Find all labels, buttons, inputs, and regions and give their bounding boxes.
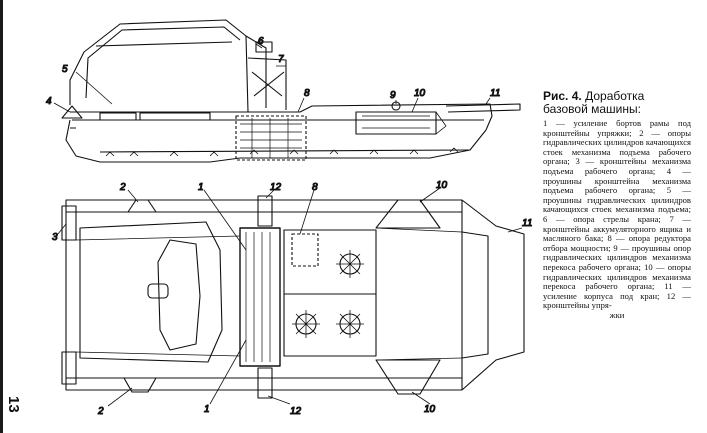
side-view: 5 4 6 7 8 9 10 11 — [45, 19, 521, 163]
callout-plan-2b: 2 — [97, 406, 104, 417]
callout-side-10: 10 — [414, 88, 426, 99]
side-hull-top — [70, 103, 493, 131]
plan-front-right-lug — [61, 351, 77, 385]
side-box-1 — [99, 112, 137, 121]
callout-plan-1a: 1 — [198, 182, 204, 193]
side-box-2 — [139, 112, 211, 121]
side-crane-support — [245, 35, 287, 110]
page-edge — [0, 0, 3, 433]
plan-cab-windshield — [157, 239, 201, 351]
plan-diagonals — [75, 227, 463, 361]
callout-plan-12a: 12 — [270, 182, 282, 193]
side-assembly-8-hatch — [240, 118, 302, 158]
side-box-9-detail — [362, 111, 447, 135]
plan-support-2-top — [127, 199, 157, 213]
plan-leaders — [57, 187, 523, 407]
side-leaders — [53, 43, 491, 113]
callout-plan-10a: 10 — [436, 180, 448, 191]
plan-rear-taper — [461, 231, 489, 359]
callout-plan-2a: 2 — [119, 182, 126, 193]
caption-heading: Рис. 4. Доработка базовой машины: — [543, 90, 691, 116]
callout-side-9: 9 — [390, 90, 396, 101]
callout-plan-11: 11 — [522, 218, 532, 229]
side-cab-roofline — [95, 41, 233, 47]
plan-support-10-bottom — [375, 359, 441, 395]
callout-side-5: 5 — [62, 64, 68, 75]
plan-fan-2 — [292, 310, 320, 338]
plan-view: 2 1 12 8 10 3 11 2 1 12 10 — [51, 179, 532, 417]
caption-label: Рис. 4. — [543, 89, 582, 103]
callout-plan-1b: 1 — [204, 404, 210, 415]
figure-caption: Рис. 4. Доработка базовой машины: 1 — ус… — [543, 90, 691, 320]
plan-pto-8 — [291, 233, 319, 267]
technical-drawing: 5 4 6 7 8 9 10 11 — [45, 19, 533, 418]
callout-side-11: 11 — [490, 88, 500, 99]
caption-body: 1 — усиление бортов рамы под кронштейны … — [543, 118, 691, 311]
callout-side-4: 4 — [46, 96, 52, 107]
callout-plan-12b: 12 — [290, 406, 302, 417]
side-assembly-8 — [235, 115, 307, 161]
side-mount-6 — [255, 41, 273, 53]
plan-fan-3 — [336, 310, 364, 338]
plan-engine-bay — [283, 229, 377, 357]
side-track-line — [99, 149, 471, 153]
plan-fan-1 — [336, 250, 364, 278]
callout-plan-3: 3 — [52, 232, 58, 243]
callout-plan-10b: 10 — [424, 404, 436, 415]
side-boom-11 — [445, 103, 521, 113]
side-front-lugs — [61, 105, 83, 129]
side-box-9 — [355, 111, 437, 135]
plan-frame-reinforcement — [239, 227, 281, 367]
callout-plan-8: 8 — [312, 182, 318, 193]
side-cab-inner — [85, 26, 241, 99]
plan-hatch — [147, 283, 169, 299]
plan-support-10-top — [375, 199, 441, 229]
plan-frame-hatch — [245, 232, 271, 362]
callout-side-8: 8 — [304, 88, 310, 99]
plan-mount-12-bottom — [257, 367, 273, 399]
plan-support-2-bottom — [123, 377, 157, 393]
plan-mount-12-top — [257, 195, 273, 227]
plan-cab-outline — [79, 221, 223, 363]
callout-side-6: 6 — [258, 36, 264, 47]
caption-title: Доработка базовой машины: — [543, 89, 645, 116]
plan-hull-outline — [65, 199, 525, 391]
plan-front-left-lug — [61, 205, 77, 241]
side-track-teeth — [105, 147, 459, 157]
side-cab-outline — [69, 19, 249, 113]
caption-body-end: жки — [609, 309, 625, 320]
callout-side-7: 7 — [278, 54, 284, 65]
side-hull-bottom — [65, 119, 487, 163]
